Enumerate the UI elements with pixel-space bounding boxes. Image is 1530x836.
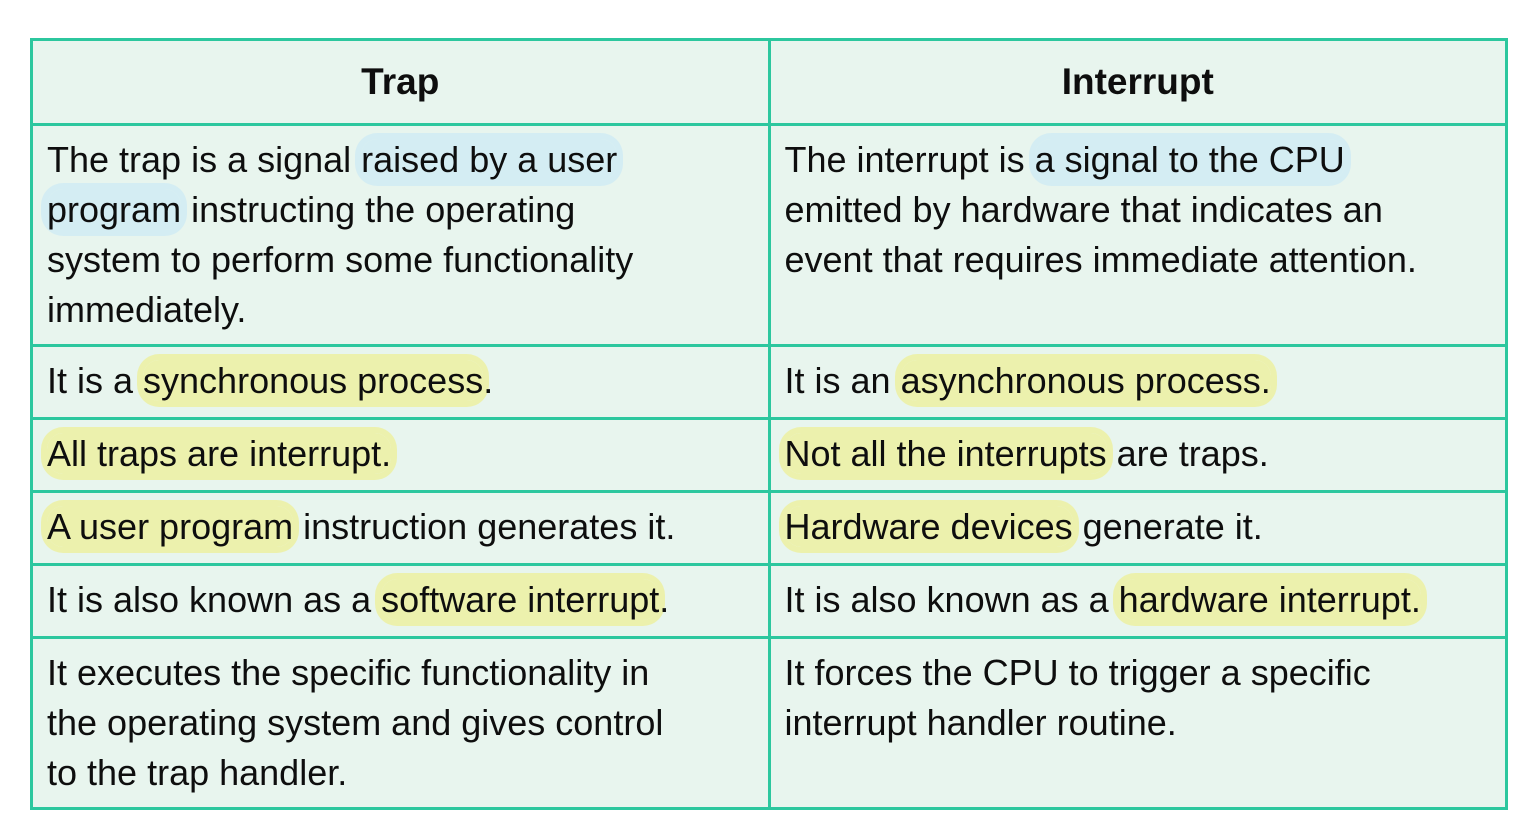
table-row-process-type: It is a synchronous process. It is an as… [30,344,1508,420]
table-row-subset-relation: All traps are interrupt. Not all the int… [30,417,1508,493]
highlight-yellow: asynchronous process. [900,360,1271,401]
text-run: instructing the operating [181,189,576,230]
table-row-also-known-as: It is also known as a software interrupt… [30,563,1508,639]
cell-trap-definition: The trap is a signal raised by a user pro… [30,123,771,347]
text-run: It is also known as a [784,579,1119,620]
highlight-blue: raised by a user [361,139,618,180]
text-run: interrupt handler routine. [784,702,1177,743]
cell-interrupt-behavior: It forces the CPU to trigger a specific i… [767,636,1508,810]
text-run: It forces the CPU to trigger a specific [784,652,1371,693]
text-run: It is also known as a [47,579,382,620]
highlight-yellow: Not all the interrupts [784,433,1107,474]
highlight-blue: program [47,189,182,230]
text-run: The interrupt is [784,139,1035,180]
table-body: The trap is a signal raised by a user pro… [30,123,1508,810]
table-header: Trap Interrupt [30,38,1508,126]
header-cell-interrupt: Interrupt [767,38,1508,126]
highlight-yellow: Hardware devices [784,506,1073,547]
highlight-yellow: software interrupt [381,579,660,620]
table-row-definition: The trap is a signal raised by a user pro… [30,123,1508,347]
header-cell-trap: Trap [30,38,771,126]
text-run: instruction generates it. [293,506,676,547]
text-run: are traps. [1106,433,1269,474]
table-row-generated-by: A user program instruction generates it.… [30,490,1508,566]
highlight-yellow: synchronous process [143,360,484,401]
text-run: emitted by hardware that indicates an [784,189,1383,230]
text-run: generate it. [1072,506,1263,547]
text-run: immediately. [47,289,247,330]
text-run: The trap is a signal [47,139,362,180]
text-run: It is an [784,360,901,401]
text-run: to the trap handler. [47,752,348,793]
cell-interrupt-subset-relation: Not all the interrupts are traps. [767,417,1508,493]
header-row: Trap Interrupt [30,38,1508,126]
text-run: event that requires immediate attention. [784,239,1417,280]
cell-trap-process-type: It is a synchronous process. [30,344,771,420]
highlight-blue: a signal to the CPU [1034,139,1345,180]
text-run: the operating system and gives control [47,702,664,743]
cell-interrupt-definition: The interrupt is a signal to the CPU emit… [767,123,1508,347]
text-run: . [659,579,670,620]
highlight-yellow: A user program [47,506,294,547]
text-run: system to perform some functionality [47,239,634,280]
text-run: . [483,360,494,401]
cell-interrupt-also-known-as: It is also known as a hardware interrupt… [767,563,1508,639]
highlight-yellow: hardware interrupt. [1118,579,1421,620]
cell-trap-generated-by: A user program instruction generates it. [30,490,771,566]
cell-trap-subset-relation: All traps are interrupt. [30,417,771,493]
cell-interrupt-process-type: It is an asynchronous process. [767,344,1508,420]
text-run: It executes the specific functionality i… [47,652,650,693]
highlight-yellow: All traps are interrupt. [47,433,392,474]
trap-vs-interrupt-table: Trap Interrupt The trap is a signal rais… [30,38,1508,810]
text-run: It is a [47,360,144,401]
cell-interrupt-generated-by: Hardware devices generate it. [767,490,1508,566]
cell-trap-behavior: It executes the specific functionality i… [30,636,771,810]
cell-trap-also-known-as: It is also known as a software interrupt… [30,563,771,639]
table-row-behavior: It executes the specific functionality i… [30,636,1508,810]
